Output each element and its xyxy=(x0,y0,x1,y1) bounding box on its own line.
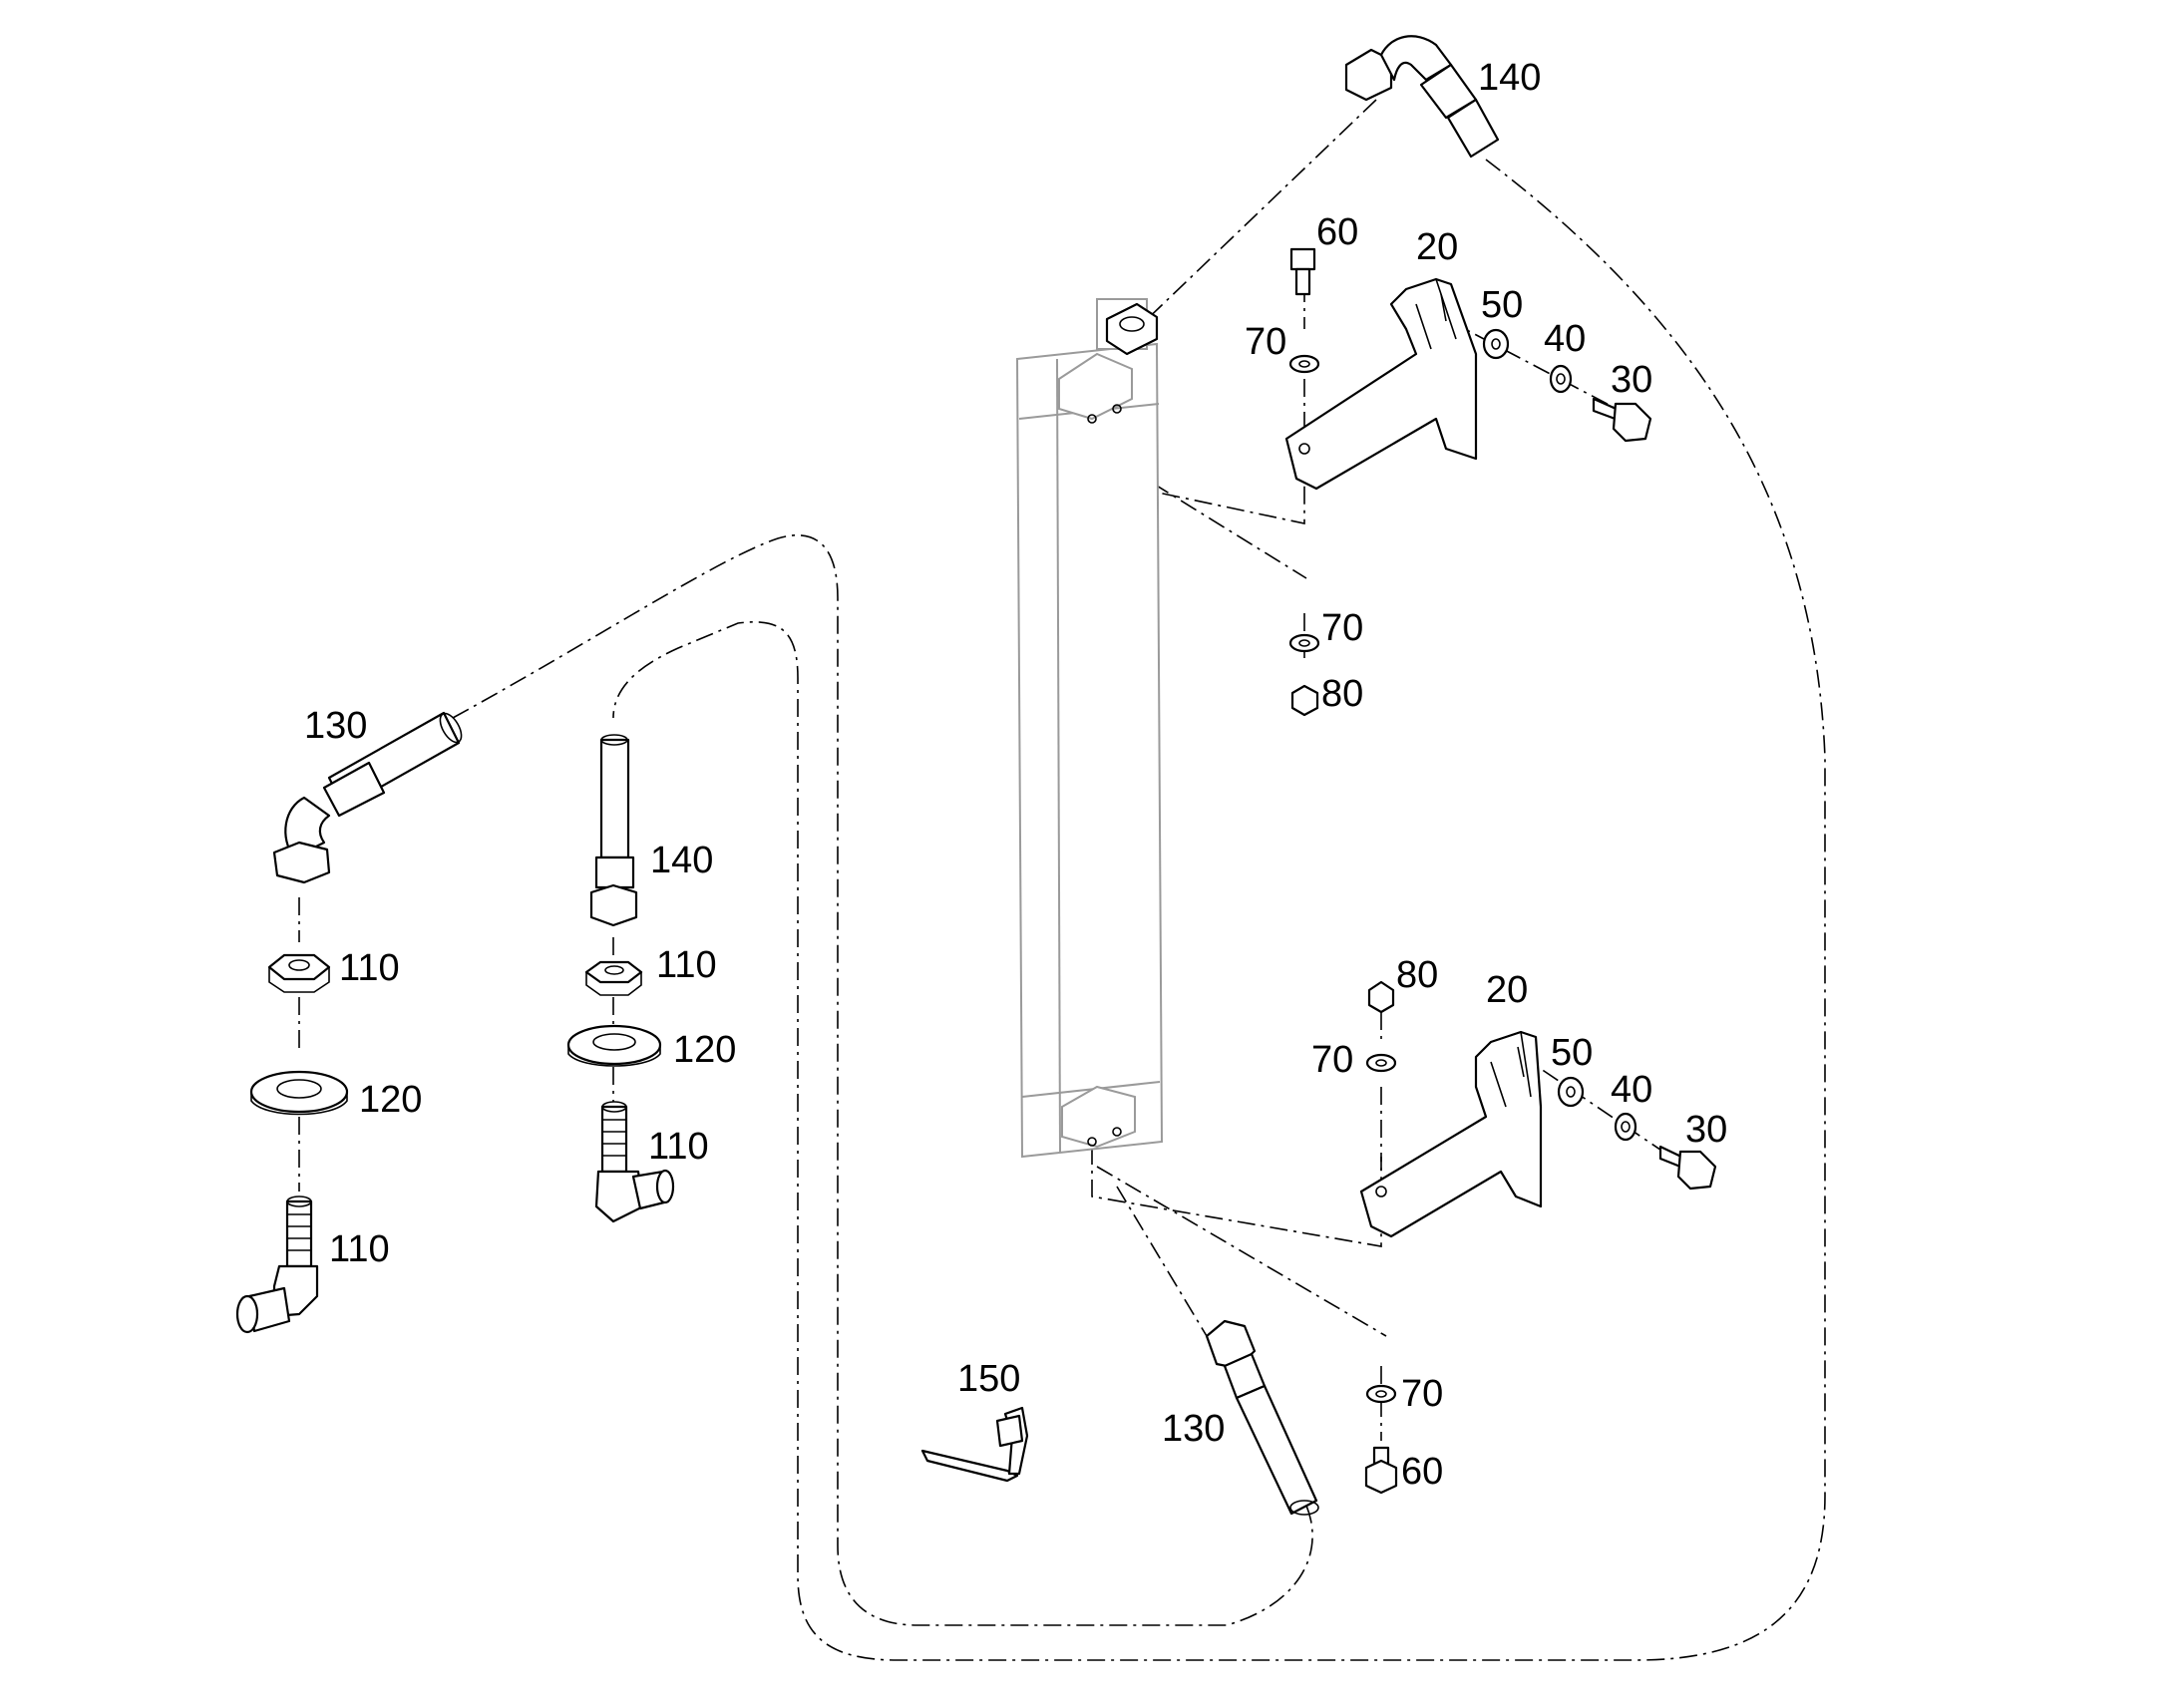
hex-fitting-130-left xyxy=(272,841,331,884)
callout-40-top: 40 xyxy=(1544,318,1586,360)
bolt-30-low xyxy=(1658,1145,1717,1191)
callout-70-top: 70 xyxy=(1245,321,1286,363)
callout-20-low: 20 xyxy=(1486,969,1528,1011)
callout-60-top: 60 xyxy=(1316,211,1358,253)
bracket-20-upper xyxy=(1284,277,1478,491)
bracket-20-lower xyxy=(1359,1030,1543,1238)
callout-40-low: 40 xyxy=(1611,1069,1652,1111)
bolt-60-top xyxy=(1289,247,1316,296)
washer-70-bottom xyxy=(1365,1384,1397,1404)
washer-50-low xyxy=(1557,1076,1585,1108)
callout-80-low: 80 xyxy=(1396,954,1438,996)
callout-110-d: 110 xyxy=(329,1228,390,1270)
washer-70-mid xyxy=(1288,633,1320,653)
callout-50-low: 50 xyxy=(1551,1032,1593,1074)
callout-130-low: 130 xyxy=(1162,1408,1225,1450)
nut-110-left xyxy=(267,953,331,993)
callout-140-left: 140 xyxy=(650,840,713,881)
callout-80-mid: 80 xyxy=(1321,673,1363,715)
callout-130-left: 130 xyxy=(304,705,367,747)
hose-130-left xyxy=(284,711,463,859)
callout-70-low: 70 xyxy=(1311,1039,1353,1081)
clip-150 xyxy=(920,1406,1029,1483)
callout-labels: 140 60 20 50 70 40 30 70 80 130 140 110 … xyxy=(304,57,1727,1493)
callout-60-bottom: 60 xyxy=(1401,1451,1443,1493)
callout-70-mid: 70 xyxy=(1321,607,1363,649)
callout-30-low: 30 xyxy=(1685,1109,1727,1151)
oil-cooler-core xyxy=(1015,298,1164,1159)
callout-70-bottom: 70 xyxy=(1401,1373,1443,1415)
nut-80-low xyxy=(1367,980,1395,1014)
callout-30-top: 30 xyxy=(1611,359,1652,401)
washer-120-middle xyxy=(566,1024,662,1067)
nut-110-middle xyxy=(584,960,643,996)
callout-140-top: 140 xyxy=(1478,57,1541,99)
callout-110-a: 110 xyxy=(339,947,400,989)
bolt-30-top xyxy=(1592,397,1652,443)
hose-130-lower xyxy=(1205,1319,1319,1516)
washer-40-top xyxy=(1549,364,1573,394)
callout-150: 150 xyxy=(957,1358,1020,1400)
elbow-fitting-110-middle xyxy=(594,1101,675,1223)
callout-110-c: 110 xyxy=(648,1126,709,1168)
washer-50-top xyxy=(1482,328,1510,360)
washer-70-low xyxy=(1365,1053,1397,1073)
callout-110-b: 110 xyxy=(656,944,717,986)
callout-120-b: 120 xyxy=(673,1029,736,1071)
hose-140-top-elbow xyxy=(1344,35,1500,159)
washer-40-low xyxy=(1614,1112,1637,1142)
washer-120-left xyxy=(249,1070,349,1116)
elbow-fitting-110-left xyxy=(235,1196,319,1334)
callout-50-top: 50 xyxy=(1481,284,1523,326)
hex-fitting-140-left xyxy=(589,883,638,927)
hose-140-left xyxy=(594,734,635,889)
cooler-port-fitting xyxy=(1105,302,1159,356)
bolt-60-bottom xyxy=(1364,1446,1398,1495)
nut-80-mid xyxy=(1290,684,1319,717)
callout-120-a: 120 xyxy=(359,1079,422,1121)
washer-70-top xyxy=(1288,354,1320,374)
callout-20-top: 20 xyxy=(1416,226,1458,268)
